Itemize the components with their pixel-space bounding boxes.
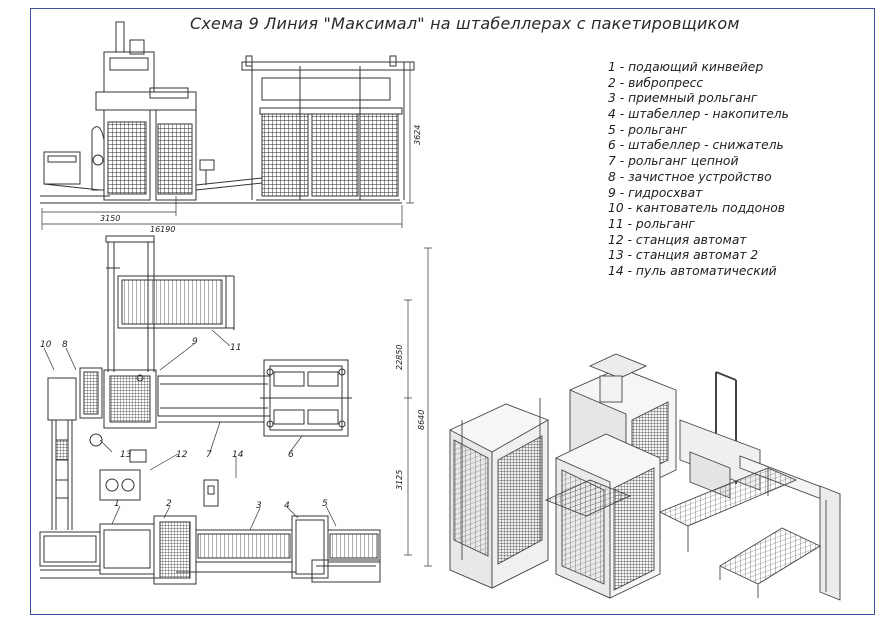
callout-13: 13 [120, 450, 132, 460]
callout-8: 8 [62, 340, 68, 350]
callout-14: 14 [232, 450, 244, 460]
isometric-view [449, 353, 841, 601]
callout-7: 7 [206, 450, 212, 460]
side-dimensions [41, 61, 414, 230]
legend-item: 5 - рольганг [608, 122, 688, 137]
callout-5: 5 [322, 499, 328, 509]
drawing-title: Схема 9 Линия "Максимал" на штабеллерах … [190, 14, 740, 33]
callout-3: 3 [256, 501, 262, 511]
legend-item: 1 - подающий кинвейер [608, 60, 764, 74]
legend: 1 - подающий кинвейер 2 - вибропресс 3 -… [608, 60, 789, 280]
dim-plan-h1: 22850 [395, 345, 404, 370]
sheet-frame [30, 8, 875, 615]
callout-6: 6 [288, 450, 294, 460]
legend-item: 10 - кантователь поддонов [608, 201, 786, 216]
legend-item: 6 - штабеллер - снижатель [608, 138, 784, 153]
legend-item: 2 - вибропресс [608, 75, 704, 90]
callout-4: 4 [284, 501, 290, 511]
legend-item: 9 - гидросхват [608, 185, 703, 200]
dim-plan-h3: 3125 [395, 470, 404, 490]
plan-dimensions [404, 247, 432, 567]
dim-side-width-2: 16190 [150, 225, 175, 234]
callout-2: 2 [166, 499, 172, 509]
callout-12: 12 [176, 450, 188, 460]
legend-item: 14 - пуль автоматический [608, 263, 777, 278]
legend-item: 7 - рольганг цепной [608, 154, 739, 169]
dim-plan-h2: 8640 [417, 410, 426, 430]
callout-11: 11 [230, 343, 241, 353]
legend-item: 11 - рольганг [608, 216, 695, 231]
callout-leaders [43, 329, 337, 531]
legend-item: 4 - штабеллер - накопитель [608, 107, 789, 122]
legend-item: 3 - приемный рольганг [608, 91, 758, 106]
legend-item: 12 - станция автомат [608, 232, 747, 247]
callout-9: 9 [192, 337, 198, 347]
plan-view [39, 235, 381, 585]
callout-labels: 10 8 9 11 1 2 3 4 5 6 7 12 13 14 [40, 337, 328, 511]
side-elevation [40, 21, 415, 204]
dim-side-height: 3624 [413, 125, 422, 145]
legend-item: 8 - зачистное устройство [608, 169, 772, 184]
callout-1: 1 [114, 499, 120, 509]
legend-item: 13 - станция автомат 2 [608, 248, 759, 263]
dim-side-width-1: 3150 [100, 214, 120, 223]
callout-10: 10 [40, 340, 52, 350]
